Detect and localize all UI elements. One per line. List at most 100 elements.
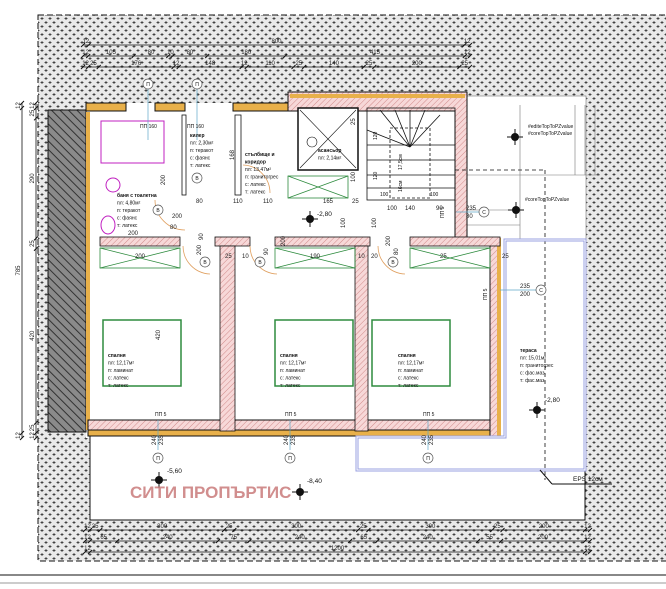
placeholder-label: #coreTopToPZvalue — [528, 131, 572, 137]
dimension-label: 25 — [440, 254, 447, 260]
dimension-label: 300 — [157, 524, 168, 530]
opening-tag-label: П — [288, 456, 292, 462]
dimension-label: 200 — [539, 524, 550, 530]
dimension-label: 12 — [16, 101, 22, 108]
level-label: -2,80 — [317, 211, 332, 218]
level-marker: -2,80 — [302, 211, 332, 227]
opening-tag: П — [142, 78, 154, 90]
dimension-label: 90 — [436, 206, 443, 212]
terrace-area — [500, 240, 585, 470]
level-marker — [508, 202, 524, 218]
opening-tag-label: С — [539, 288, 543, 294]
leader-line — [539, 469, 553, 485]
room-floor: п: ламинат — [280, 368, 306, 374]
dimension-label: 12 — [241, 61, 248, 67]
sill-label: ПП 5 — [440, 206, 446, 218]
dimension-label: 800 — [271, 39, 282, 45]
opening-tag: С — [478, 206, 490, 218]
dimension-label: 240 — [422, 434, 428, 445]
dimension-label: 25 — [30, 424, 36, 431]
dimension-label: 200 — [161, 174, 167, 185]
dimension-label: 12 — [30, 432, 36, 439]
opening-tag: П — [191, 78, 203, 90]
dimension-label: 200 — [197, 244, 203, 255]
room-floor: п: гранитогрес — [520, 363, 554, 369]
room-floor: п: гранитогрес — [245, 175, 279, 181]
insulation-left — [86, 112, 90, 430]
dimension-label: 240 — [284, 434, 290, 445]
dimension-label: 240 — [423, 535, 434, 541]
dimension-label: 12 — [84, 524, 91, 530]
room-name: баня с тоалетна — [117, 192, 157, 199]
room-name: асансьор — [318, 148, 341, 154]
dimension-label: 235 — [429, 434, 435, 445]
room-ceiling: т: латекс — [108, 383, 129, 389]
opening-tag: В — [152, 204, 164, 216]
room-walls: с: фас.мaз. — [520, 371, 546, 377]
room-ceiling: т: фас.мaз. — [520, 378, 546, 384]
sill-label: ПП 160 — [140, 124, 157, 130]
room-area: пл: 12,17м² — [108, 361, 134, 367]
dimension-label: 12 — [84, 535, 91, 541]
dimension-label: 190 — [310, 254, 321, 260]
dimension-label: 12 — [584, 546, 591, 552]
dimension-label: 25 — [351, 118, 357, 125]
terrace-border-inner — [356, 239, 586, 471]
dimension-label: 200 — [412, 61, 423, 67]
room-ceiling: т: латекс — [280, 383, 301, 389]
dimension-label: 12 — [584, 524, 591, 530]
room-walls: с: латекс — [280, 376, 301, 382]
dimension-label: 12 — [82, 50, 89, 56]
dimension-label: 20 — [371, 254, 378, 260]
room-walls: с: фаянс — [190, 156, 211, 162]
opening-tag: В — [387, 256, 399, 268]
opening-tag: П — [152, 452, 164, 464]
dimension-label: 25 — [502, 254, 509, 260]
dimension-label: 165 — [323, 199, 334, 205]
room-walls: с: фаянс — [117, 216, 138, 222]
room-ceiling: т: латекс — [398, 383, 419, 389]
stair-label: 100 — [380, 192, 389, 198]
room-name: спалня — [280, 353, 298, 359]
stair-label: 100 — [430, 192, 439, 198]
dimension-label: 12 — [173, 61, 180, 67]
dimension-label: 785 — [16, 265, 22, 276]
sill-label: ПП 5 — [155, 412, 167, 418]
dimension-label: 140 — [329, 61, 340, 67]
dimension-label: 65 — [360, 535, 367, 541]
dimension-label: 10 — [358, 254, 365, 260]
dimension-label: 25 — [295, 61, 302, 67]
room-area: пл: 2,30м² — [190, 141, 214, 147]
dimension-label: 100 — [351, 171, 357, 182]
beds — [102, 319, 451, 387]
stair-label: 120 — [373, 131, 379, 140]
dimension-label: 240 — [295, 535, 306, 541]
sill-label: ПП 5 — [483, 288, 489, 300]
dimension-label: 300 — [425, 524, 436, 530]
dimension-label: 65 — [100, 535, 107, 541]
opening-tag: С — [535, 284, 547, 296]
dimension-label: 25 — [92, 524, 99, 530]
dimension-label: 110 — [233, 199, 243, 205]
opening-tag-label: П — [146, 82, 150, 88]
dimension-label: 235 — [291, 434, 297, 445]
room-walls: с: латекс — [108, 376, 129, 382]
dimension-label: 75 — [230, 535, 237, 541]
dimension-label: 10 — [167, 50, 174, 56]
dimension-label: 25 — [30, 109, 36, 116]
dimension-label: 290 — [30, 173, 36, 184]
dimension-label: 25 — [226, 524, 233, 530]
room-walls: с: латекс — [398, 376, 419, 382]
dimension-label: 25 — [366, 61, 373, 67]
